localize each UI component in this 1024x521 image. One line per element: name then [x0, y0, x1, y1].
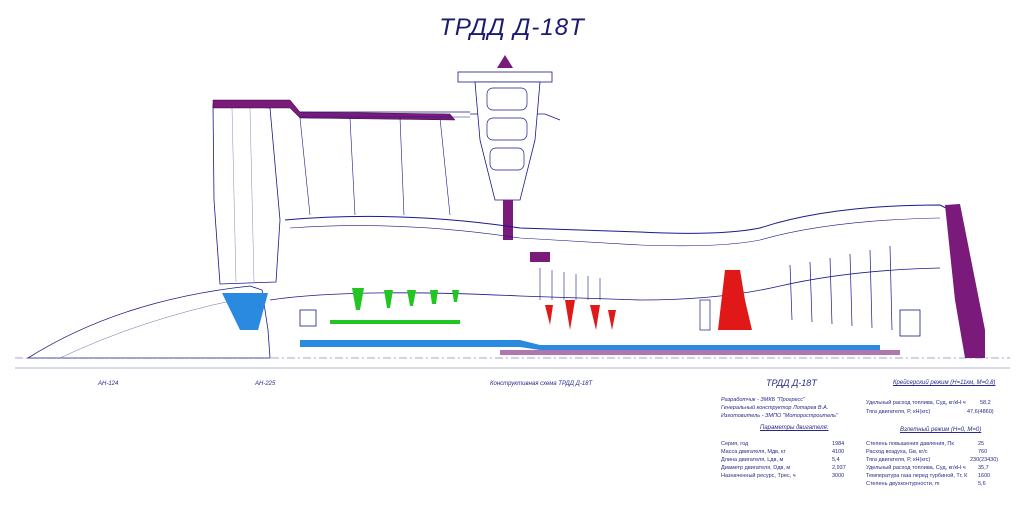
cruise-value: 58,2 [980, 400, 991, 406]
fan-casing [212, 99, 456, 121]
takeoff-label: Расход воздуха, Gв, кг/с [866, 449, 928, 455]
cruise-value: 47,6(4860) [967, 409, 994, 415]
param-value: 4100 [832, 449, 845, 455]
param-label: Длина двигателя, Lдв, м [721, 457, 784, 463]
param-value: 5,4 [832, 457, 840, 463]
spinner [26, 285, 271, 359]
hp-compressor-blades [539, 268, 601, 300]
param-label: Диаметр двигателя, Dдв, м [721, 465, 791, 471]
param-value: 2,937 [832, 465, 846, 471]
caption-scheme: Конструктивная схема ТРДД Д-18Т [490, 381, 593, 387]
param-value: 3000 [832, 473, 845, 479]
accessory-gearbox-tower [457, 55, 553, 240]
lp-turbine-blades [789, 245, 893, 331]
info-developer: Разработчик - ЗМКБ "Прогресс" [721, 397, 805, 403]
takeoff-header: Взлетный режим (H=0, M=0) [900, 427, 982, 433]
takeoff-value: 5,6 [978, 481, 986, 487]
takeoff-value: 25 [978, 441, 985, 447]
takeoff-value: 230(23430) [970, 457, 999, 463]
takeoff-label: Степень повышения давления, Пк [866, 441, 954, 447]
param-value: 1984 [832, 441, 845, 447]
param-label: Серия, год [721, 441, 749, 447]
cruise-header: Крейсерский режим (H=11км, M=0,8) [893, 380, 996, 386]
param-label: Масса двигателя, Mдв, кг [721, 449, 786, 455]
info-designer: Генеральный конструктор Лотарев В.А. [721, 405, 829, 411]
engine-params-header: Параметры двигателя: [760, 425, 829, 431]
caption-an225: АН-225 [255, 381, 276, 387]
hot-section [545, 270, 752, 330]
param-label: Назначенный ресурс, Tрес, ч [721, 473, 796, 479]
spinner-inner [59, 299, 236, 359]
nozzle-casing [945, 204, 985, 358]
takeoff-value: 35,7 [978, 465, 989, 471]
fan-blade [212, 103, 281, 285]
core-inner-wall [269, 267, 941, 301]
takeoff-label: Степень двухконтурности, m [866, 481, 940, 487]
caption-an124: АН-124 [98, 381, 119, 387]
takeoff-label: Температура газа перед турбиной, Tг, К [866, 473, 968, 479]
lp-compressor-stages [330, 288, 460, 324]
fan-vanes [299, 117, 451, 216]
takeoff-value: 760 [978, 449, 988, 455]
shaft [300, 340, 880, 350]
takeoff-label: Удельный расход топлива, Cуд, кг/кН·ч [866, 465, 966, 471]
takeoff-value: 1600 [978, 473, 991, 479]
cruise-label: Тяга двигателя, P, кН(кгс) [866, 409, 931, 415]
takeoff-label: Тяга двигателя, P, кН(кгс) [866, 457, 931, 463]
cruise-label: Удельный расход топлива, Cуд, кг/кН·ч [866, 400, 966, 406]
core-casing [284, 204, 951, 234]
info-header: ТРДД Д-18Т [766, 378, 817, 388]
info-manufacturer: Изготовитель - ЗМПО "Моторостроитель" [721, 413, 838, 419]
drawing-title: ТРДД Д-18Т [439, 14, 585, 41]
fan-hub [222, 293, 268, 330]
